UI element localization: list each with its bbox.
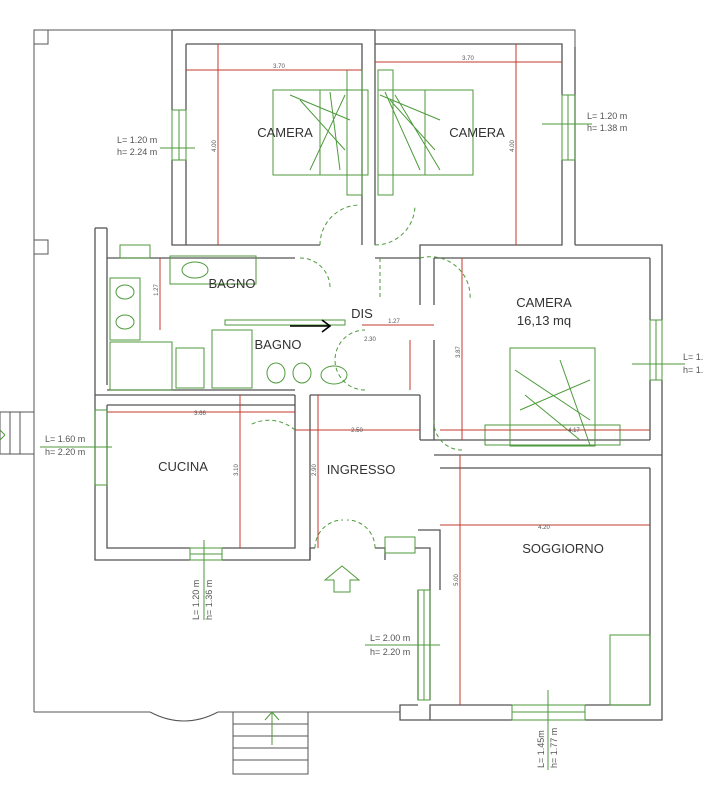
dim-cam-right-width: 3.70 xyxy=(462,56,474,62)
dis-arrow xyxy=(290,319,332,333)
room-camera-east-area: 16,13 mq xyxy=(517,313,571,328)
dim-cam-east-width: 4.17 xyxy=(568,428,580,434)
window-cucina-s-L: L= 1.20 m xyxy=(191,580,201,620)
room-cucina-label: CUCINA xyxy=(158,459,208,474)
room-soggiorno-label: SOGGIORNO xyxy=(522,541,604,556)
bed-east xyxy=(484,347,621,447)
dim-cucina-width: 3.66 xyxy=(194,411,206,417)
window-soggiorno-s-h: h= 1.77 m xyxy=(549,728,559,768)
window-label-cucina-s: L= 1.20 m h= 1.36 m xyxy=(191,540,214,620)
dim-bagno-depth: 1.27 xyxy=(154,284,160,296)
room-dis-label: DIS xyxy=(351,306,373,321)
dim-soggiorno-width: 4.20 xyxy=(538,525,550,531)
window-cucina-w-h: h= 2.20 m xyxy=(45,447,85,457)
dim-cam-east-depth: 3.87 xyxy=(456,346,462,358)
window-cam-left-L: L= 1.20 m xyxy=(117,135,157,145)
window-soggiorno-s-L: L= 1.45m xyxy=(536,730,546,768)
window-label-cucina-w: L= 1.60 m h= 2.20 m xyxy=(40,434,112,457)
bath-fixtures xyxy=(109,255,651,706)
window-cam-left-h: h= 2.24 m xyxy=(117,147,157,157)
dim-soggiorno-depth: 5.00 xyxy=(454,574,460,586)
walls xyxy=(94,29,663,721)
dim-cucina-depth: 3.10 xyxy=(234,464,240,476)
window-cucina-s-h: h= 1.36 m xyxy=(204,580,214,620)
window-label-cam-left: L= 1.20 m h= 2.24 m xyxy=(117,135,195,157)
room-ingresso-label: INGRESSO xyxy=(327,462,396,477)
window-cucina-w-L: L= 1.60 m xyxy=(45,434,85,444)
window-cam-east-L: L= 1. xyxy=(683,352,703,362)
window-label-cam-right: L= 1.20 m h= 1.38 m xyxy=(542,111,627,133)
dim-dis-depth: 2.30 xyxy=(364,337,376,343)
window-label-soggiorno-s: L= 1.45m h= 1.77 m xyxy=(536,690,559,770)
terrace-outline xyxy=(33,29,576,722)
room-camera-right-label: CAMERA xyxy=(449,125,505,140)
room-bagno-top-label: BAGNO xyxy=(209,276,256,291)
dim-cam-left-depth: 4.00 xyxy=(212,140,218,152)
dim-dis-width: 1.27 xyxy=(388,319,400,325)
room-camera-east-label: CAMERA xyxy=(516,295,572,310)
window-soggiorno-w-L: L= 2.00 m xyxy=(370,633,410,643)
stairs xyxy=(0,411,309,775)
window-cam-right-L: L= 1.20 m xyxy=(587,111,627,121)
entry-arrows xyxy=(0,429,361,745)
room-bagno-bottom-label: BAGNO xyxy=(255,337,302,352)
window-label-soggiorno-w: L= 2.00 m h= 2.20 m xyxy=(365,633,440,657)
window-soggiorno-w-h: h= 2.20 m xyxy=(370,647,410,657)
window-cam-right-h: h= 1.38 m xyxy=(587,123,627,133)
dim-cam-left-width: 3.70 xyxy=(273,64,285,70)
room-camera-left-label: CAMERA xyxy=(257,125,313,140)
dim-ingresso-width: 2.50 xyxy=(351,428,363,434)
doors xyxy=(249,204,471,549)
dimension-lines xyxy=(107,44,650,705)
window-label-cam-east: L= 1. h= 1. xyxy=(632,352,703,375)
window-cam-east-h: h= 1. xyxy=(683,365,703,375)
dim-cam-right-depth: 4.00 xyxy=(510,140,516,152)
bed-right xyxy=(377,69,474,196)
dim-ingresso-depth: 2.90 xyxy=(312,464,318,476)
